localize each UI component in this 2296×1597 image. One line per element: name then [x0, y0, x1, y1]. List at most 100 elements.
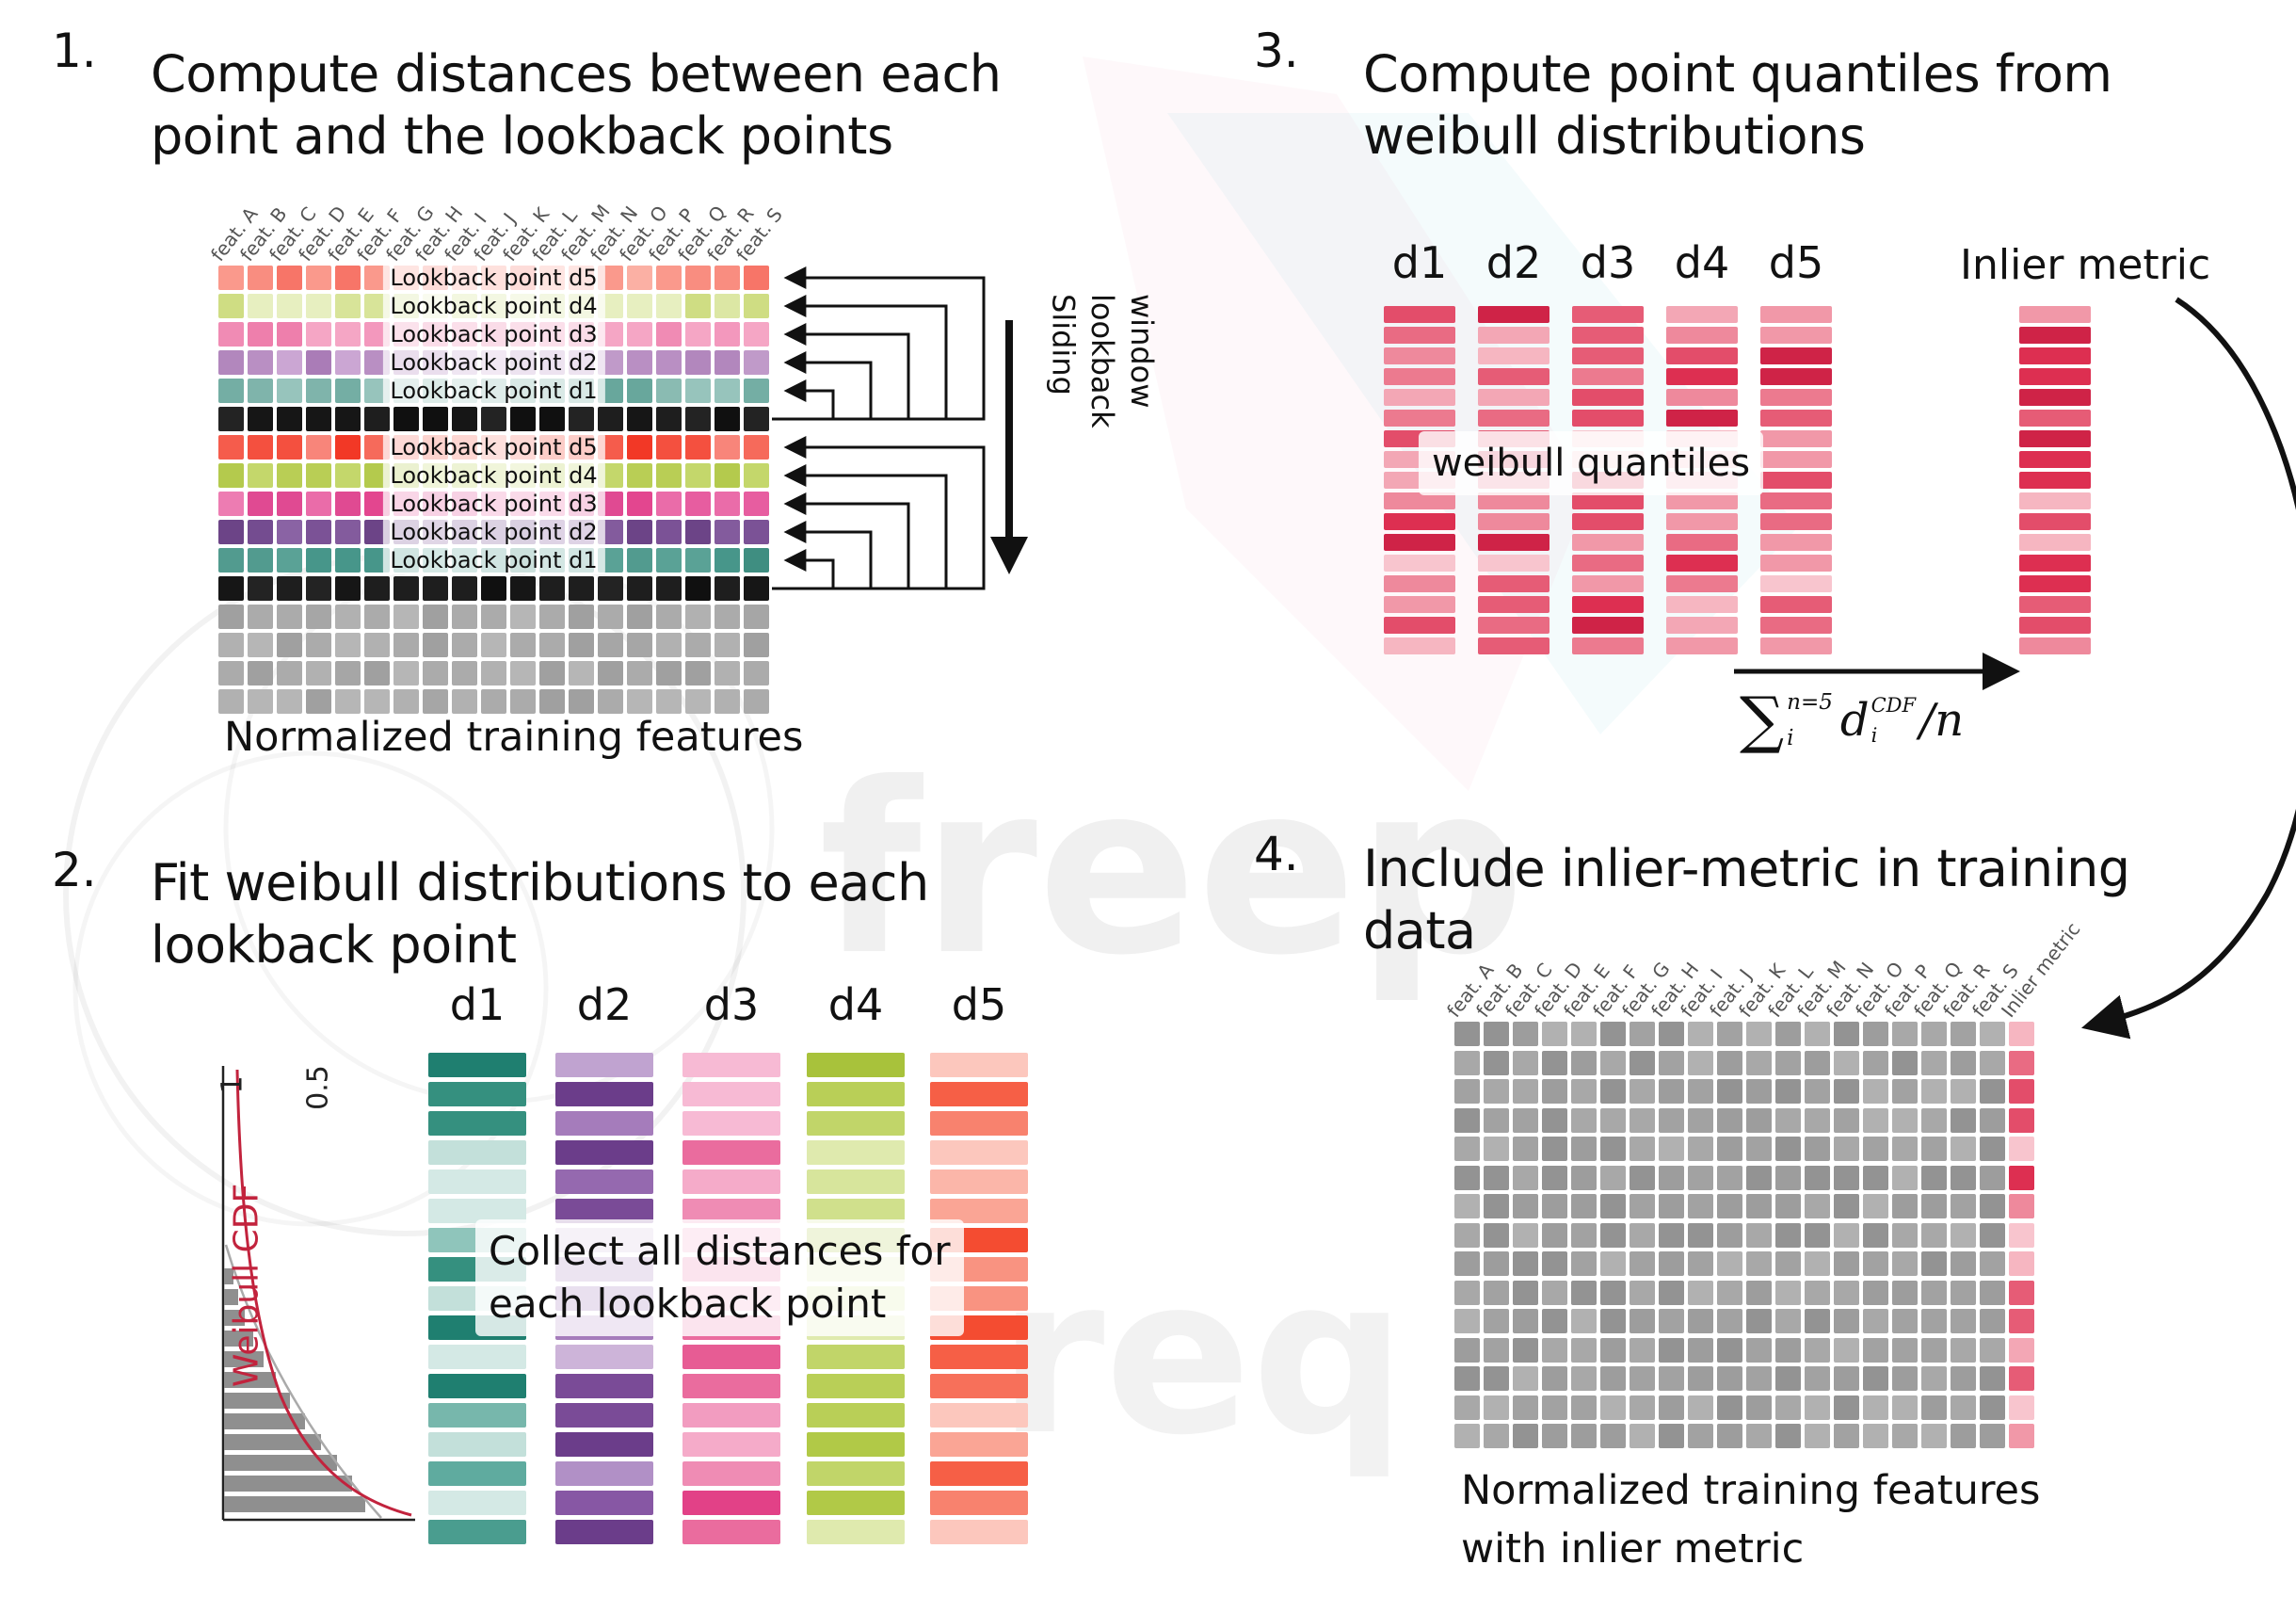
grid-cell — [685, 576, 711, 601]
distance-bar — [1760, 327, 1832, 344]
step-3-number: 3. — [1254, 24, 1299, 78]
grid-cell — [1834, 1050, 1859, 1075]
grid-cell — [1600, 1309, 1626, 1333]
lookback-row-label: Lookback point d5 — [382, 264, 605, 292]
distance-bar — [682, 1374, 780, 1398]
distance-bar — [1760, 347, 1832, 364]
grid-cell — [481, 322, 506, 347]
grid-cell — [248, 322, 273, 347]
distance-bar — [2019, 368, 2091, 385]
grid-cell — [306, 294, 331, 318]
grid-cell — [1659, 1079, 1684, 1104]
feature-label: feat. D — [294, 201, 351, 266]
grid-cell — [481, 266, 506, 290]
grid-cell — [627, 633, 652, 657]
grid-cell — [1775, 1424, 1801, 1448]
grid-cell — [510, 463, 536, 488]
feature-label: feat. D — [1530, 957, 1587, 1022]
feature-label: feat. C — [1501, 959, 1557, 1022]
distance-bar — [2019, 575, 2091, 592]
distance-bar — [682, 1140, 780, 1165]
distance-bar — [1760, 472, 1832, 489]
grid-cell — [393, 294, 419, 318]
distance-bar — [428, 1491, 526, 1515]
distance-bar — [428, 1170, 526, 1194]
distance-bar — [930, 1432, 1028, 1457]
grid-cell — [364, 350, 390, 375]
grid-cell — [1921, 1251, 1947, 1276]
grid-cell — [714, 294, 740, 318]
grid-cell — [393, 548, 419, 573]
feature-label: feat. H — [410, 202, 468, 266]
grid-cell — [744, 576, 769, 601]
grid-cell — [656, 379, 682, 403]
grid-cell — [1717, 1366, 1742, 1391]
grid-cell — [1921, 1222, 1947, 1248]
grid-cell — [393, 520, 419, 544]
grid-cell — [744, 689, 769, 714]
feature-label: feat. G — [381, 201, 439, 266]
grid-cell — [248, 379, 273, 403]
distance-bar — [930, 1374, 1028, 1398]
grid-cell — [393, 463, 419, 488]
grid-cell — [1892, 1079, 1918, 1104]
grid-cell — [1454, 1222, 1480, 1248]
grid-cell — [744, 435, 769, 460]
grid-cell — [248, 435, 273, 460]
distance-bar — [1760, 555, 1832, 572]
step-2-title: Fit weibull distributions to each lookba… — [151, 853, 929, 975]
distance-bar — [1572, 430, 1644, 447]
distance-bar — [807, 1491, 905, 1515]
grid-cell — [481, 407, 506, 431]
grid-cell — [1921, 1079, 1947, 1104]
sum-limits: n=5 i — [1787, 690, 1833, 750]
grid-cell — [1892, 1309, 1918, 1333]
grid-cell — [1688, 1194, 1713, 1218]
distance-bar — [1478, 327, 1549, 344]
grid-cell — [248, 633, 273, 657]
grid-cell — [1659, 1337, 1684, 1363]
grid-cell — [1863, 1107, 1888, 1133]
grid-cell — [1513, 1107, 1538, 1133]
inlier-metric-cell — [2009, 1395, 2034, 1420]
distance-bar — [428, 1228, 526, 1252]
histogram-bars — [224, 1268, 365, 1512]
grid-cell — [1717, 1050, 1742, 1075]
distance-bar — [807, 1111, 905, 1136]
grid-cell — [1951, 1165, 1976, 1190]
distance-bar — [555, 1140, 653, 1165]
grid-cell — [1834, 1107, 1859, 1133]
grid-cell — [714, 520, 740, 544]
grid-cell — [1775, 1165, 1801, 1190]
grid-cell — [1775, 1251, 1801, 1276]
grid-cell — [1717, 1424, 1742, 1448]
grid-cell — [1834, 1222, 1859, 1248]
grid-cell — [1484, 1165, 1509, 1190]
inlier-transfer-arrow — [2081, 297, 2296, 1040]
feature-label: feat. E — [1559, 960, 1614, 1022]
grid-cell — [1571, 1222, 1597, 1248]
grid-cell — [423, 463, 448, 488]
grid-cell — [1892, 1251, 1918, 1276]
distance-column-header: d5 — [951, 979, 1007, 1030]
grid-cell — [1659, 1107, 1684, 1133]
grid-cell — [1513, 1337, 1538, 1363]
step-3-title: Compute point quantiles from weibull dis… — [1363, 44, 2112, 166]
grid-cell — [1805, 1395, 1830, 1420]
grid-cell — [393, 633, 419, 657]
grid-cell — [1630, 1022, 1655, 1046]
grid-cell — [481, 605, 506, 629]
grid-cell — [569, 576, 594, 601]
feature-label: feat. P — [644, 203, 699, 266]
distance-bar — [1384, 534, 1455, 551]
distance-bar — [428, 1111, 526, 1136]
lookback-row-label: Lookback point d1 — [382, 377, 605, 405]
grid-cell — [744, 463, 769, 488]
grid-cell — [335, 520, 361, 544]
grid-cell — [1805, 1079, 1830, 1104]
distance-bar — [1478, 617, 1549, 634]
distance-bar — [1760, 513, 1832, 530]
distance-bar — [1478, 410, 1549, 427]
grid-cell — [1659, 1309, 1684, 1333]
